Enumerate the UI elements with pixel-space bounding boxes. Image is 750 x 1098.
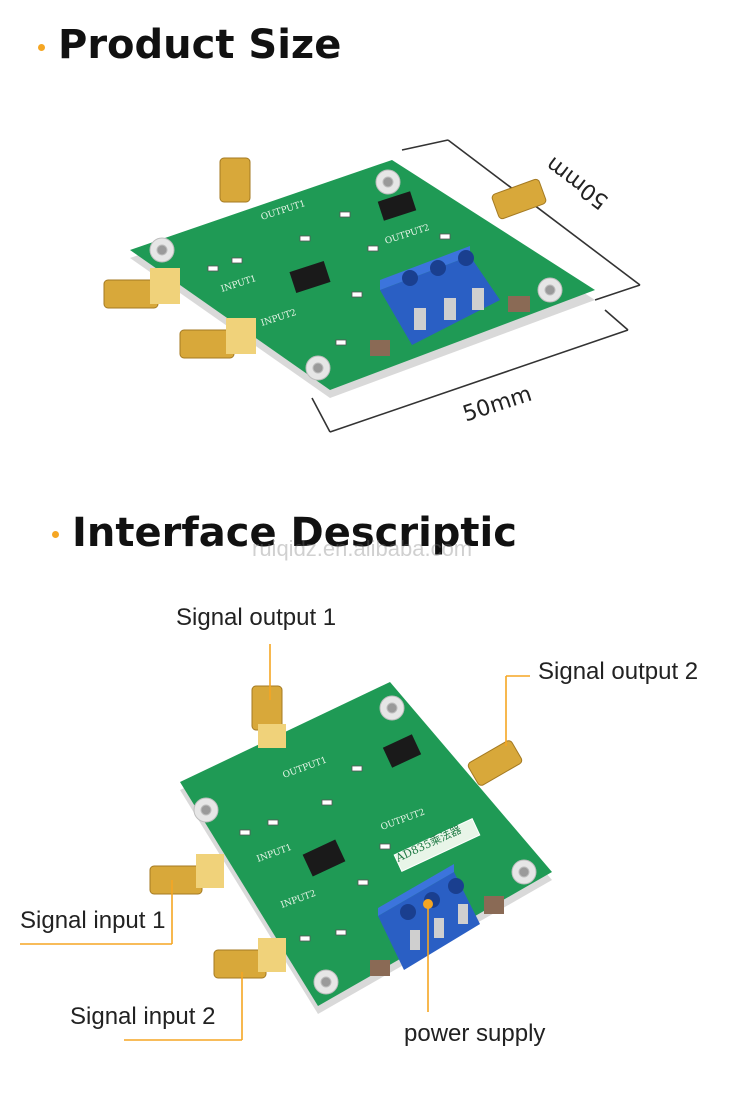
callout-signal-output-1: Signal output 1 — [176, 604, 337, 631]
terminal-block — [380, 256, 500, 345]
callout-signal-input-2: Signal input 2 — [70, 1003, 216, 1030]
sma-connector — [103, 157, 547, 359]
section-bullet-icon — [52, 531, 59, 538]
ic-chip-2 — [302, 839, 346, 877]
smd-components — [207, 211, 451, 346]
ic-chip — [377, 191, 417, 221]
capacitor — [370, 340, 390, 356]
power-supply-marker — [423, 899, 433, 909]
pcb-board — [130, 160, 595, 390]
terminal-block-2 — [378, 872, 480, 970]
dimension-lines — [311, 139, 641, 433]
watermark: ruiqidz.en.alibaba.com — [252, 536, 473, 561]
section-title-product-size: Product Size — [58, 22, 342, 68]
capacitor — [508, 296, 530, 312]
callout-lines — [20, 644, 530, 1041]
callout-signal-input-1: Signal input 1 — [20, 907, 166, 934]
callout-power-supply: power supply — [404, 1020, 546, 1047]
section-bullet-icon — [38, 44, 45, 51]
mounting-holes — [149, 169, 563, 381]
ic-chip-2 — [382, 734, 422, 768]
callout-signal-output-2: Signal output 2 — [538, 658, 699, 685]
ic-chip — [289, 260, 331, 294]
section-title-interface: Interface Descriptic — [72, 510, 517, 556]
mounting-holes-2 — [193, 695, 537, 995]
